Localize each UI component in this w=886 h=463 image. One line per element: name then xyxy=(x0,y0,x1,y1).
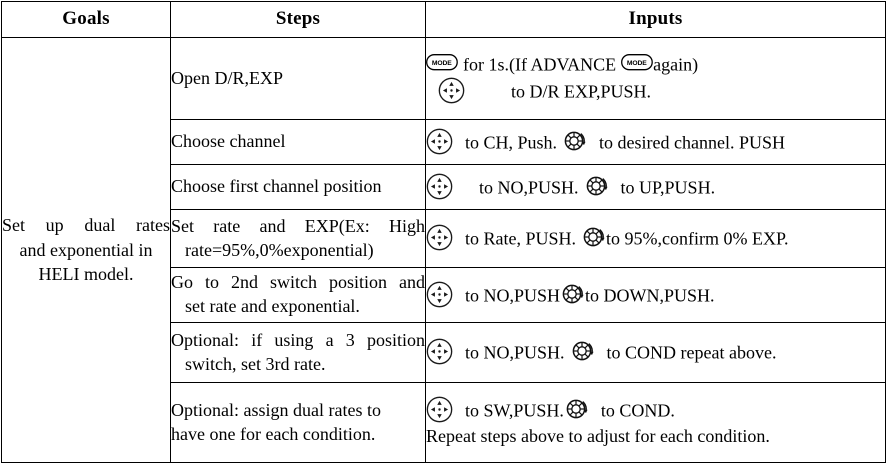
step-text: Set rate and EXP(Ex: High rate=95%,0%exp… xyxy=(171,215,425,263)
inputs-cell: to SW,PUSH. to COND. Repeat steps above … xyxy=(425,382,886,463)
inputs-cell: to Rate, PUSH. to 95%,confirm 0% EXP. xyxy=(425,209,886,268)
inputs-text: for 1s.(If ADVANCE xyxy=(463,54,617,75)
dpad-icon xyxy=(426,281,453,308)
step-line-2: set rate and exponential. xyxy=(185,296,360,316)
step-text: Open D/R,EXP xyxy=(171,67,425,91)
step-cell: Go to 2nd switch position and set rate a… xyxy=(170,267,426,323)
dpad-icon xyxy=(426,128,453,155)
inputs-line-1: to SW,PUSH. to COND. xyxy=(426,396,885,424)
table-row: Go to 2nd switch position and set rate a… xyxy=(2,267,886,323)
inputs-line-1: to Rate, PUSH. to 95%,confirm 0% EXP. xyxy=(426,224,885,252)
table-header-row: Goals Steps Inputs xyxy=(1,1,886,38)
table-row: Set rate and EXP(Ex: High rate=95%,0%exp… xyxy=(2,209,886,268)
inputs-line-1: to NO,PUSH. to UP,PUSH. xyxy=(426,173,885,201)
rotary-dial-icon xyxy=(560,281,585,306)
inputs-line-3: Repeat steps above to adjust for each co… xyxy=(426,426,770,447)
inputs-text: to D/R EXP,PUSH. xyxy=(511,81,652,102)
inputs-cell: to NO,PUSH. to UP,PUSH. xyxy=(425,164,886,210)
mode-button-icon xyxy=(621,54,654,71)
rotary-dial-icon xyxy=(562,128,587,153)
table-row: Optional: assign dual rates to have one … xyxy=(2,382,886,463)
step-line-2: have one for each condition. xyxy=(171,423,376,444)
step-line-1: Open D/R,EXP xyxy=(171,67,283,88)
step-line-1: Go to 2nd switch position and xyxy=(171,272,425,293)
inputs-cell: to NO,PUSH. to COND repeat above. xyxy=(425,322,886,383)
step-cell: Optional: if using a 3 position switch, … xyxy=(170,322,426,383)
inputs-line-1: to CH, Push. to desired channel. PUSH xyxy=(426,128,885,156)
rotary-dial-icon xyxy=(584,173,609,198)
step-cell: Choose first channel position xyxy=(170,164,426,210)
table-row: Set up dual rates and exponential in HEL… xyxy=(1,37,886,463)
step-line-1: Choose channel xyxy=(171,131,286,152)
inputs-text: to CH, Push. xyxy=(465,131,558,152)
inputs-text: again) xyxy=(653,54,699,75)
step-cell: Open D/R,EXP xyxy=(170,37,426,120)
inputs-line-1: to NO,PUSH. to COND repeat above. xyxy=(426,338,885,366)
inputs-line-1: to NO,PUSH to DOWN,PUSH. xyxy=(426,281,885,309)
rotary-dial-icon xyxy=(564,396,589,421)
dpad-icon xyxy=(426,338,453,365)
column-header-steps: Steps xyxy=(170,1,426,38)
inputs-text: to DOWN,PUSH. xyxy=(585,284,715,305)
inputs-text: to desired channel. PUSH xyxy=(599,131,785,152)
inputs-text: to Rate, PUSH. xyxy=(465,228,577,249)
step-text: Choose channel xyxy=(171,130,425,154)
inputs-text: to 95%,confirm 0% EXP. xyxy=(606,228,789,249)
inputs-text: to COND repeat above. xyxy=(606,342,777,363)
goals-cell: Set up dual rates and exponential in HEL… xyxy=(1,37,171,463)
dpad-icon xyxy=(438,77,465,104)
step-text: Optional: if using a 3 position switch, … xyxy=(171,329,425,377)
inputs-cell: to CH, Push. to desired channel. PUSH xyxy=(425,119,886,165)
goal-line-2: and exponential in xyxy=(19,239,153,260)
inputs-text: to UP,PUSH. xyxy=(620,176,716,197)
table-row: Choose first channel position to NO,PUSH… xyxy=(2,164,886,210)
rotary-dial-icon xyxy=(570,338,595,363)
inputs-text: to SW,PUSH. xyxy=(465,400,564,421)
step-line-1: Optional: assign dual rates to xyxy=(171,399,381,420)
dpad-icon xyxy=(426,224,453,251)
goal-line-1: Set up dual rates xyxy=(2,214,170,235)
step-line-1: Choose first channel position xyxy=(171,176,382,197)
inputs-text: to NO,PUSH xyxy=(465,284,561,305)
step-line-2: switch, set 3rd rate. xyxy=(185,353,326,374)
dpad-icon xyxy=(426,396,453,423)
step-cell: Optional: assign dual rates to have one … xyxy=(170,382,426,463)
mode-button-icon xyxy=(426,54,458,71)
inputs-text: to NO,PUSH. xyxy=(465,342,565,363)
step-line-2: rate=95%,0%exponential) xyxy=(185,239,374,260)
inputs-line-1: for 1s.(If ADVANCE again) xyxy=(426,52,885,76)
inputs-text: to COND. xyxy=(600,400,675,421)
step-line-1: Optional: if using a 3 position xyxy=(171,329,425,350)
step-line-1: Set rate and EXP(Ex: High xyxy=(171,215,425,236)
step-text: Optional: assign dual rates to have one … xyxy=(171,399,425,447)
step-cell: Set rate and EXP(Ex: High rate=95%,0%exp… xyxy=(170,209,426,268)
inputs-cell: for 1s.(If ADVANCE again) to D/R EXP,PUS… xyxy=(425,37,886,120)
goal-text: Set up dual rates and exponential in HEL… xyxy=(2,213,170,287)
table-row: Optional: if using a 3 position switch, … xyxy=(2,322,886,383)
step-text: Choose first channel position xyxy=(171,175,425,199)
step-cell: Choose channel xyxy=(170,119,426,165)
column-header-goals: Goals xyxy=(1,1,171,38)
goal-line-3: HELI model. xyxy=(38,264,134,285)
inputs-cell: to NO,PUSH to DOWN,PUSH. xyxy=(425,267,886,323)
rotary-dial-icon xyxy=(581,224,606,249)
inputs-text: to NO,PUSH. xyxy=(479,176,579,197)
column-header-inputs: Inputs xyxy=(425,1,886,38)
inputs-line-2: to D/R EXP,PUSH. xyxy=(426,77,885,105)
step-text: Go to 2nd switch position and set rate a… xyxy=(171,271,425,319)
dpad-icon xyxy=(426,173,453,200)
table-row: Choose channel to CH, Push. to desired c… xyxy=(2,119,886,165)
